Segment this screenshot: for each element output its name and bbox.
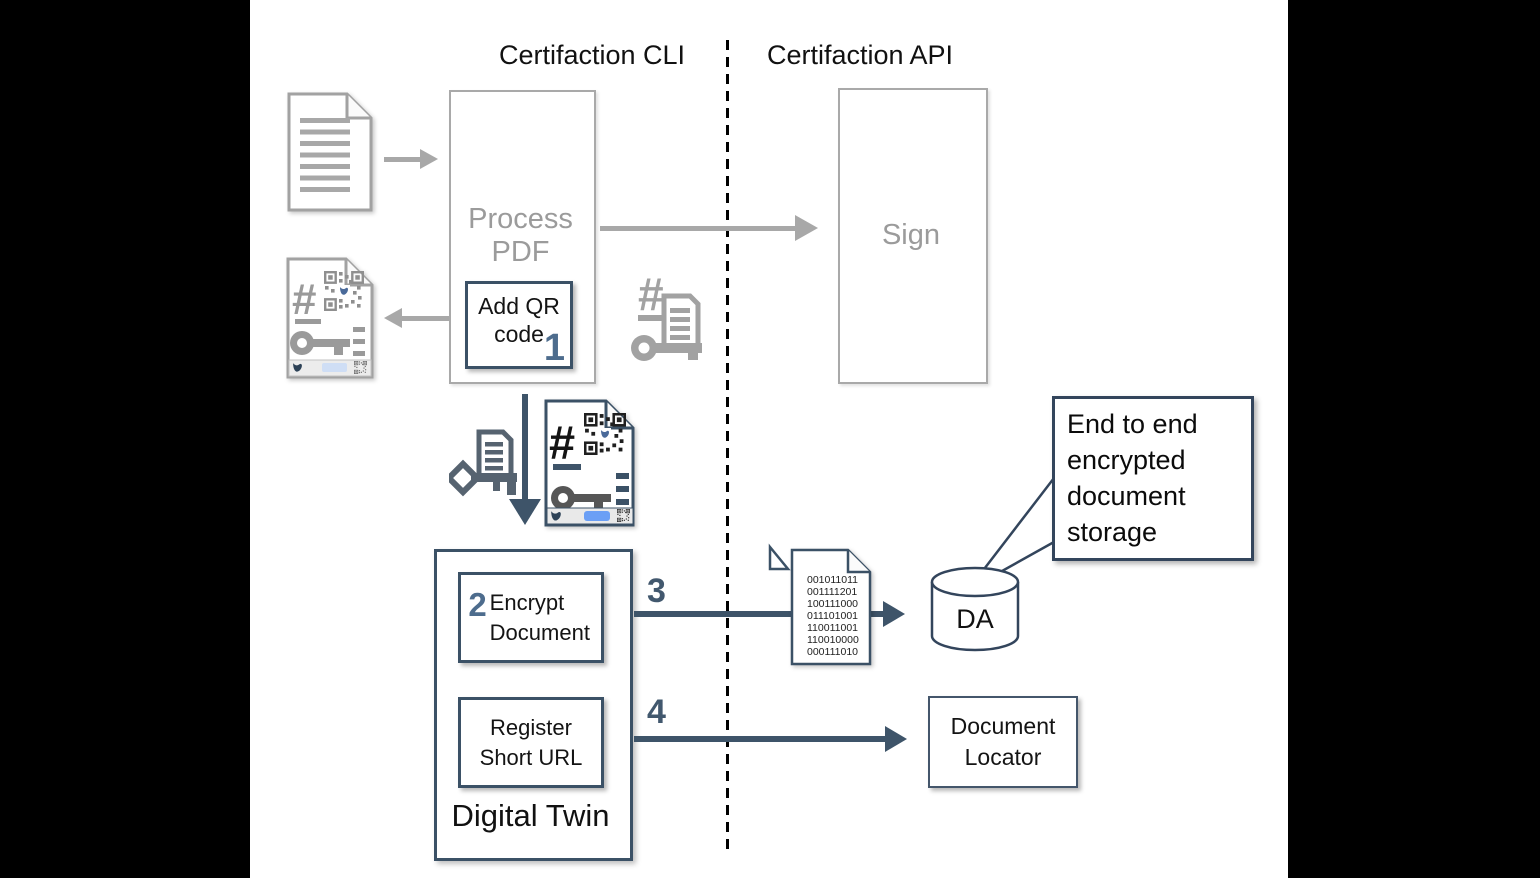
document-glyph	[661, 293, 701, 349]
arrow-process-to-sign-line	[600, 226, 796, 231]
arrow-process-to-twin-head	[509, 499, 541, 525]
step-4-badge: 4	[647, 693, 666, 731]
register-short-url-box: Register Short URL	[458, 697, 604, 788]
binary-line: 001111201	[807, 586, 857, 598]
hash-glyph-dark: #	[549, 416, 575, 469]
da-label: DA	[956, 604, 994, 634]
key-icon-dark	[551, 486, 611, 511]
key-glyph	[631, 335, 702, 361]
encryption-key-document-icon	[449, 429, 517, 497]
hash-glyph: #	[638, 268, 664, 320]
sign-label: Sign	[881, 219, 941, 251]
arrow-doc-to-process-head	[420, 149, 438, 169]
arrow-register-to-locator-line	[634, 736, 886, 742]
key-icon-gray	[290, 331, 350, 355]
arrow-process-to-twin-line	[522, 394, 528, 500]
binary-line: 001011011	[807, 574, 858, 586]
document-locator-label: Document Locator	[950, 712, 1056, 770]
arrow-doc-to-process-line	[384, 157, 421, 162]
digital-twin-label: Digital Twin	[451, 798, 610, 833]
arrow-encrypt-to-da-line	[634, 611, 792, 617]
hash-document-key-icon: #	[631, 268, 702, 361]
add-qr-code-label: Add QR code	[478, 293, 560, 348]
binary-line: 110011001	[807, 622, 858, 634]
lane-title-api: Certifaction API	[766, 40, 954, 70]
document-locator-box: Document Locator	[928, 696, 1078, 788]
qr-document-gray-icon: #	[286, 257, 374, 379]
binary-line: 100111000	[807, 598, 858, 610]
arrow-process-to-qrdoc-head	[384, 308, 402, 328]
step-1-badge: 1	[543, 327, 565, 369]
qr-document-dark-icon: #	[544, 399, 635, 527]
da-database-icon: DA	[930, 566, 1020, 652]
arrow-encrypt-to-da-line2	[866, 611, 884, 617]
lane-separator-dashed-line	[726, 40, 729, 856]
binary-line: 000111010	[807, 646, 858, 658]
step-2-badge: 2	[468, 585, 487, 623]
register-short-url-label: Register Short URL	[479, 714, 583, 770]
encrypt-document-label: Encrypt Document	[489, 589, 590, 645]
key-glyph	[449, 459, 517, 497]
binary-line: 110010000	[807, 634, 859, 646]
encrypted-binary-document-icon: 001011011 001111201 100111000 011101001 …	[790, 548, 872, 666]
arrow-process-to-sign-head	[795, 215, 818, 241]
sign-box	[838, 88, 988, 384]
add-qr-code-box: Add QR code 1	[465, 281, 573, 369]
source-document-icon	[287, 92, 373, 212]
hash-glyph-gray: #	[292, 275, 316, 324]
arrow-process-to-qrdoc-line	[401, 316, 449, 321]
e2e-storage-callout: End to end encrypted document storage	[1052, 396, 1254, 561]
arrow-encrypt-to-da-head	[883, 601, 905, 627]
lane-title-cli: Certifaction CLI	[498, 40, 686, 70]
cursor-triangle-icon	[768, 543, 791, 571]
encrypt-document-box: 2 Encrypt Document	[458, 572, 604, 663]
process-pdf-label: Process PDF	[468, 203, 573, 269]
arrow-register-to-locator-head	[885, 726, 907, 752]
document-glyph	[476, 429, 514, 479]
step-3-badge: 3	[647, 572, 666, 610]
binary-line: 011101001	[807, 610, 858, 622]
